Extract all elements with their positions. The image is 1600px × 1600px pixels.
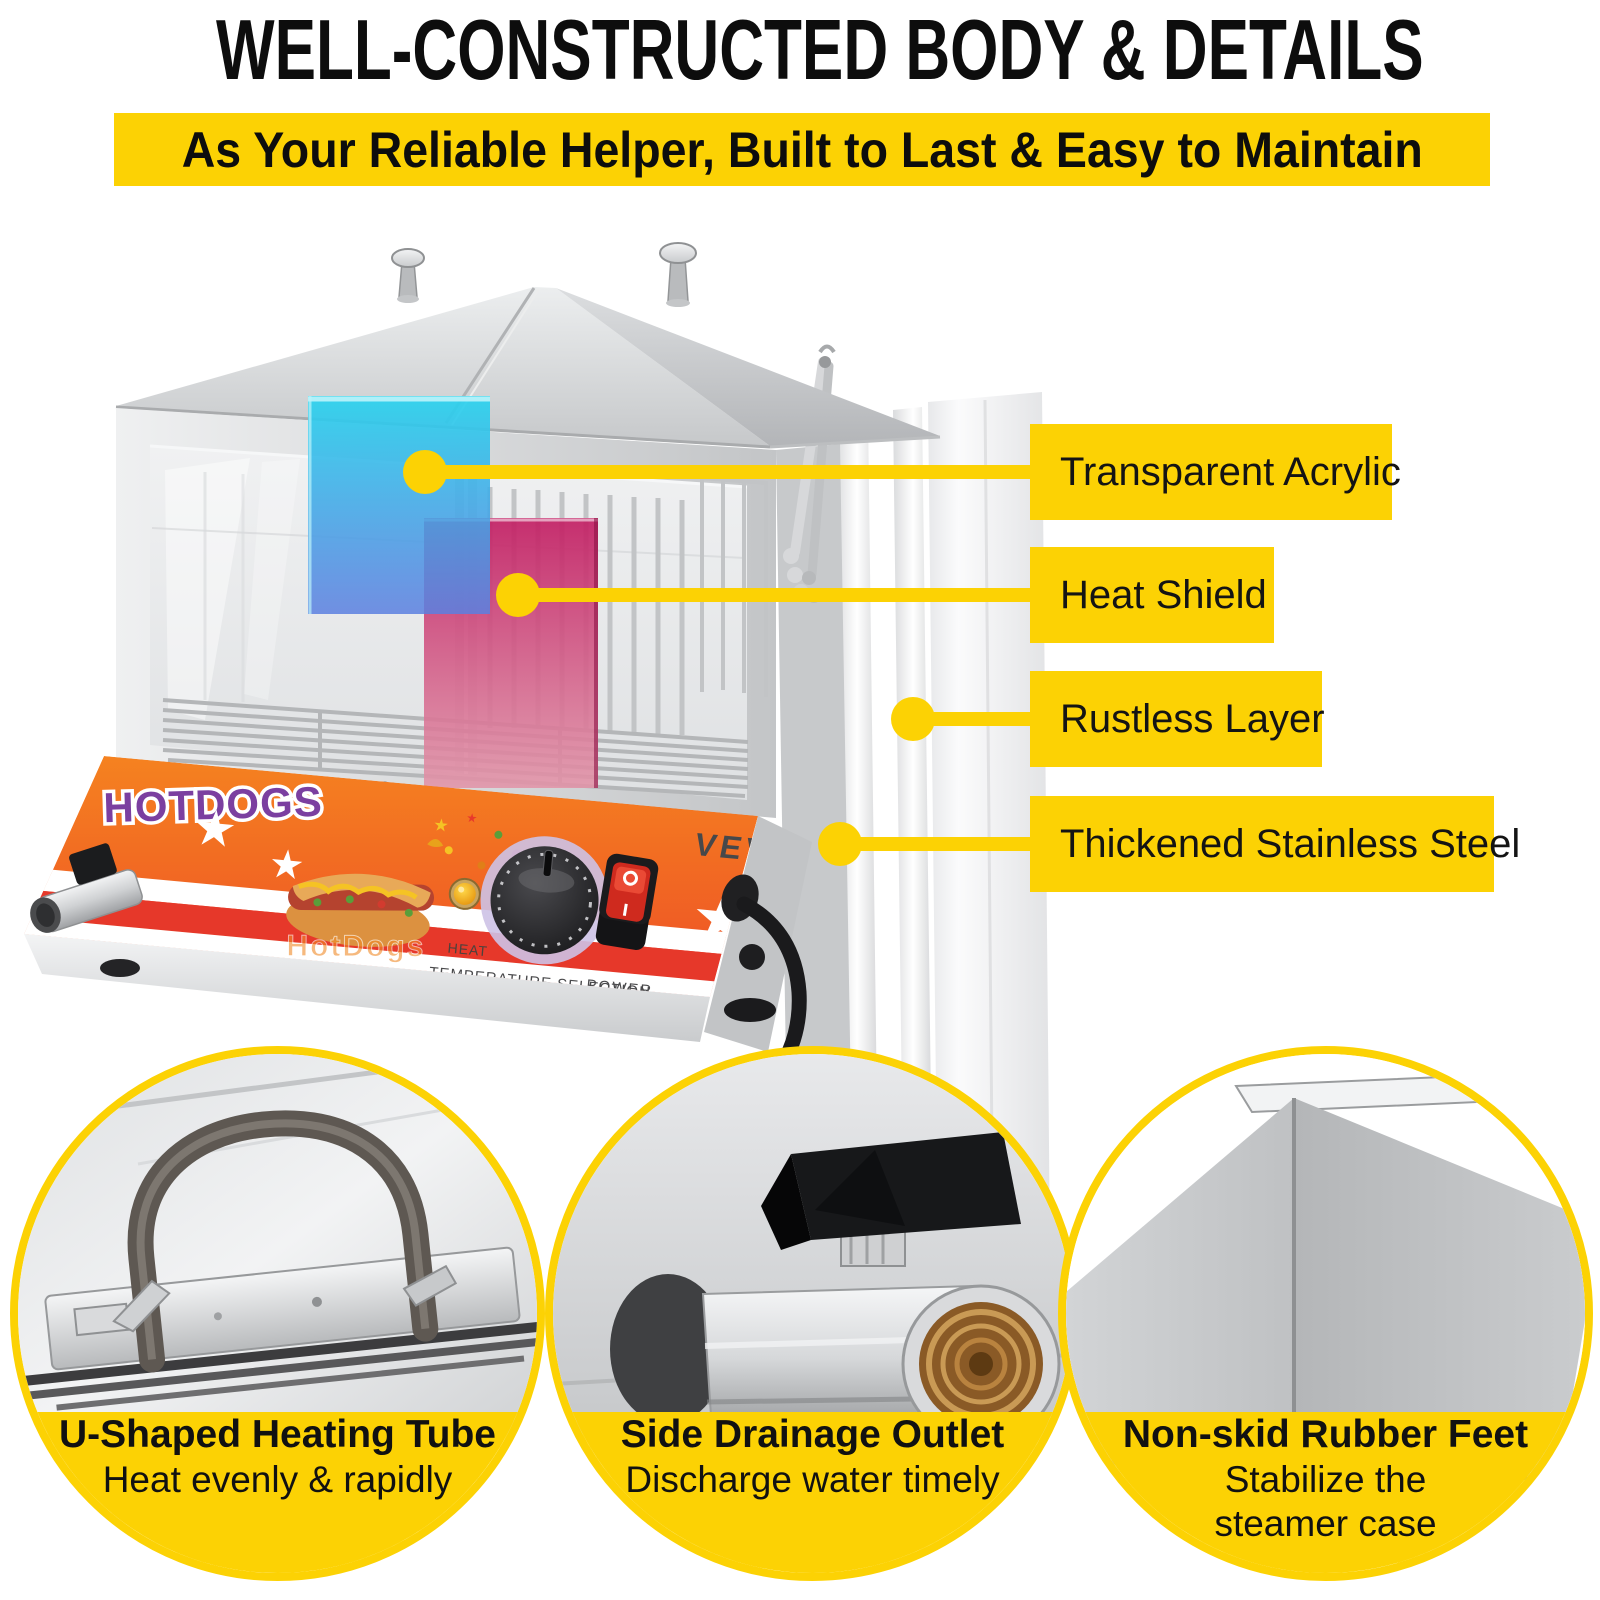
switch-on-mark	[622, 903, 628, 916]
callout-label: Thickened Stainless Steel	[1060, 821, 1521, 866]
callout-transparent-acrylic: Transparent Acrylic	[1030, 424, 1401, 520]
feature-title: Non-skid Rubber Feet	[1122, 1413, 1529, 1456]
callout-dots	[403, 450, 935, 866]
feature-circle-rubber-feet	[1058, 1046, 1593, 1581]
callout-label: Heat Shield	[1060, 572, 1267, 617]
heating-tube-photo	[18, 1054, 537, 1573]
drain-plug	[739, 944, 765, 970]
heat-label: HEAT	[447, 940, 489, 960]
transparent-acrylic-highlight	[308, 396, 490, 614]
feature-title: Side Drainage Outlet	[620, 1413, 1005, 1456]
star-icon	[196, 809, 748, 943]
feature-title: U-Shaped Heating Tube	[59, 1413, 496, 1456]
drainage-outlet-photo	[553, 1054, 1072, 1573]
tube-clamp	[112, 1279, 171, 1333]
hotdogs-marquee: HOTDOGS	[103, 778, 324, 831]
machine-foot	[724, 998, 776, 1022]
rubber-feet-photo	[1066, 1054, 1585, 1573]
callout-lines	[425, 465, 1060, 851]
subtitle-text: As Your Reliable Helper, Built to Last &…	[181, 121, 1423, 178]
callout-label: Rustless Layer	[1060, 696, 1325, 741]
feature-circle-heating-tube	[10, 1046, 545, 1581]
caption-chord	[18, 1412, 537, 1573]
base-side-face	[704, 816, 812, 1052]
feature-caption-heating-tube: U-Shaped Heating Tube Heat evenly & rapi…	[10, 1411, 545, 1502]
feature-desc: Heat evenly & rapidly	[102, 1459, 453, 1500]
feature-circle-drainage-outlet	[545, 1046, 1080, 1581]
switch-off-mark	[622, 870, 638, 886]
feature-desc: Stabilize the steamer case	[1214, 1459, 1437, 1544]
caption-chord	[1066, 1412, 1585, 1573]
door-edge-strip	[893, 407, 933, 1262]
subtitle-banner: As Your Reliable Helper, Built to Last &…	[114, 113, 1490, 186]
callout-heat-shield: Heat Shield	[1030, 547, 1274, 643]
tube-clamp	[402, 1264, 458, 1307]
feature-caption-rubber-feet: Non-skid Rubber Feet Stabilize the steam…	[1058, 1411, 1593, 1546]
callout-thickened-stainless-steel: Thickened Stainless Steel	[1030, 796, 1520, 892]
base-strip	[24, 934, 710, 1042]
heat-indicator-led	[448, 877, 481, 910]
hotdog-image	[286, 873, 435, 947]
mounting-rail	[44, 1246, 521, 1371]
lid-knob-icon	[659, 242, 697, 307]
feature-caption-drainage-outlet: Side Drainage Outlet Discharge water tim…	[545, 1411, 1080, 1502]
temperature-knob	[480, 836, 609, 965]
callout-label: Transparent Acrylic	[1060, 449, 1401, 494]
case-right-face	[1294, 1098, 1585, 1490]
hotdogs-ghost-text: HotDogs	[286, 930, 425, 964]
caption-chord	[553, 1412, 1072, 1573]
threaded-bore	[901, 1284, 1061, 1444]
page-title: WELL-CONSTRUCTED BODY & DETAILS	[216, 3, 1424, 98]
power-switch	[595, 853, 659, 950]
outlet-hole	[610, 1274, 726, 1424]
machine-foot	[100, 959, 140, 977]
lid-knob-icon	[391, 248, 425, 303]
drain-valve	[30, 843, 143, 933]
callout-rustless-layer: Rustless Layer	[1030, 671, 1325, 767]
feature-desc: Discharge water timely	[625, 1459, 1000, 1500]
valve-handle	[761, 1132, 1021, 1267]
control-panel: HOTDOGS	[24, 756, 812, 1052]
case-left-face	[1066, 1098, 1294, 1490]
